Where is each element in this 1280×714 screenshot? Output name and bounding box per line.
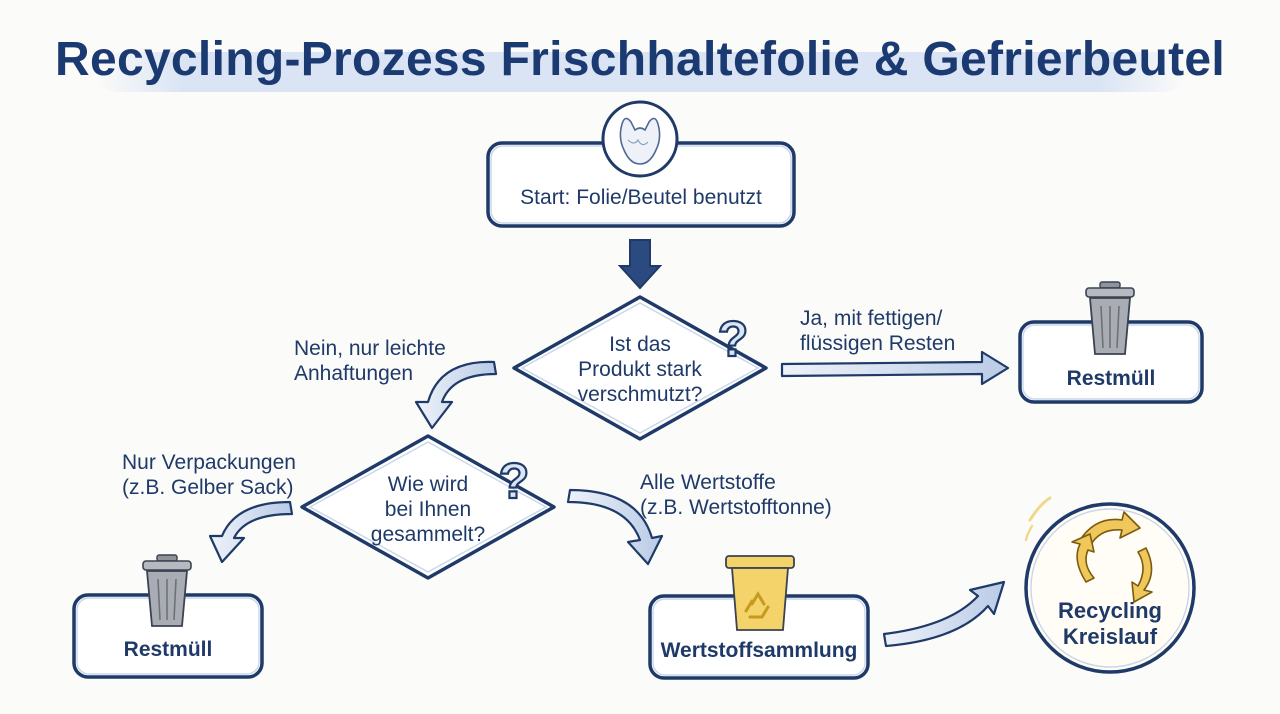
edge-packaging-only-line-1: Nur Verpackungen — [122, 451, 296, 474]
arrow-no-dirty — [414, 360, 498, 430]
trash-can-icon — [1085, 281, 1135, 355]
edge-no-dirty-line-1: Nein, nur leichte — [294, 337, 446, 360]
arrow-to-recycling — [882, 580, 1006, 648]
edge-all-materials-line-1: Alle Wertstoffe — [640, 471, 776, 494]
svg-text:?: ? — [499, 453, 530, 509]
recycling-node — [1024, 496, 1196, 674]
arrow-packaging-only — [208, 500, 294, 564]
question-mark-icon: ? — [717, 310, 750, 368]
restmuell-left-label: Restmüll — [123, 638, 213, 661]
decision-collection-label: Wie wird bei Ihnen gesammelt? — [328, 472, 528, 547]
page-title: Recycling-Prozess Frischhaltefolie & Gef… — [54, 33, 1226, 86]
edge-packaging-only-label: Nur Verpackungen (z.B. Gelber Sack) — [122, 450, 296, 500]
trash-can-icon — [142, 554, 192, 627]
decision-dirty-line-3: verschmutzt? — [577, 383, 703, 406]
edge-yes-dirty-line-2: flüssigen Resten — [800, 332, 956, 355]
decision-dirty-label: Ist das Produkt stark verschmutzt? — [540, 332, 740, 407]
edge-no-dirty-line-2: Anhaftungen — [294, 362, 414, 385]
recycling-line-1: Recycling — [1058, 598, 1162, 623]
decision-collection-node — [300, 434, 556, 580]
decision-dirty-line-1: Ist das — [609, 333, 671, 356]
restmuell-right-label: Restmüll — [1066, 367, 1156, 390]
plastic-bag-icon — [601, 100, 679, 178]
question-mark-icon: ? — [498, 452, 531, 510]
edge-all-materials-line-2: (z.B. Wertstofftonne) — [640, 496, 832, 519]
edge-no-dirty-label: Nein, nur leichte Anhaftungen — [294, 336, 446, 386]
arrow-all-materials — [566, 488, 664, 566]
recycling-arrows-icon — [1071, 511, 1153, 603]
recycling-label: Recycling Kreislauf — [1030, 598, 1190, 650]
start-label: Start: Folie/Beutel benutzt — [520, 186, 762, 209]
edge-yes-dirty-label: Ja, mit fettigen/ flüssigen Resten — [800, 306, 955, 356]
edge-yes-dirty-line-1: Ja, mit fettigen/ — [800, 307, 943, 330]
yellow-recycling-bin-icon — [725, 555, 795, 631]
svg-text:?: ? — [718, 311, 749, 367]
arrow-yes-dirty — [780, 350, 1010, 386]
decision-dirty-line-2: Produkt stark — [578, 358, 702, 381]
arrow-start-to-decision — [617, 239, 663, 290]
decision-collection-line-2: bei Ihnen — [384, 498, 472, 521]
decision-collection-line-1: Wie wird — [387, 473, 469, 496]
decision-collection-line-3: gesammelt? — [370, 523, 486, 546]
edge-all-materials-label: Alle Wertstoffe (z.B. Wertstofftonne) — [640, 470, 832, 520]
decision-dirty-node — [512, 295, 768, 441]
recycling-line-2: Kreislauf — [1062, 624, 1158, 649]
wertstoff-label: Wertstoffsammlung — [660, 639, 858, 662]
title-highlight — [96, 52, 1186, 92]
edge-packaging-only-line-2: (z.B. Gelber Sack) — [122, 476, 294, 499]
